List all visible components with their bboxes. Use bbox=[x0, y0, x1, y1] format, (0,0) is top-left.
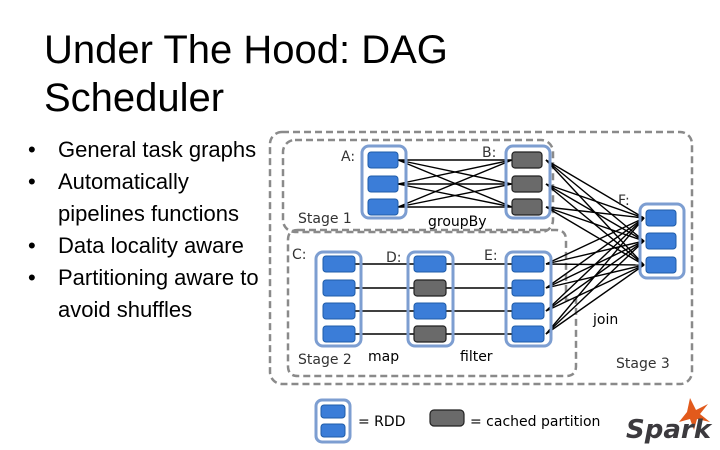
op-label-groupby: groupBy bbox=[428, 214, 487, 230]
rdd-label-e: E: bbox=[484, 248, 498, 264]
partition bbox=[367, 198, 399, 216]
partition bbox=[320, 423, 346, 438]
legend-rdd-icon bbox=[314, 398, 352, 444]
cached-partition bbox=[511, 151, 543, 169]
partition bbox=[320, 404, 346, 419]
stage-1-label: Stage 1 bbox=[298, 211, 352, 227]
partition bbox=[322, 255, 356, 273]
op-label-join: join bbox=[592, 312, 618, 328]
spark-star-icon bbox=[679, 398, 710, 430]
partition bbox=[413, 302, 447, 320]
legend: = RDD = cached partition bbox=[314, 398, 600, 444]
join-edge bbox=[545, 159, 645, 219]
legend-rdd-label: = RDD bbox=[358, 414, 405, 430]
spark-logo-text: Spark bbox=[626, 415, 713, 445]
rdd-label-d: D: bbox=[386, 250, 402, 266]
rdd-b-border bbox=[504, 144, 552, 220]
bullet-item: Partitioning aware to avoid shuffles bbox=[26, 262, 276, 326]
partition bbox=[645, 209, 677, 227]
partition bbox=[511, 325, 545, 343]
join-edge bbox=[545, 206, 645, 219]
stage-2-outline bbox=[286, 228, 578, 378]
slide-title: Under The Hood: DAG Scheduler bbox=[44, 28, 448, 120]
partition bbox=[322, 302, 356, 320]
join-edge bbox=[545, 206, 645, 266]
bullet-list: General task graphs Automatically pipeli… bbox=[26, 134, 276, 326]
rdd-e-border bbox=[504, 250, 553, 348]
partition bbox=[645, 232, 677, 250]
partition bbox=[645, 256, 677, 274]
join-edge bbox=[545, 206, 645, 242]
rdd-a bbox=[360, 144, 408, 220]
rdd-c-border bbox=[314, 250, 363, 348]
rdd-label-c: C: bbox=[292, 247, 307, 263]
rdd-b bbox=[504, 144, 552, 220]
rdd-d-border bbox=[406, 250, 455, 348]
partition bbox=[511, 255, 545, 273]
partition bbox=[511, 279, 545, 297]
join-edge bbox=[545, 183, 645, 219]
join-edge bbox=[545, 217, 645, 265]
bullet-item: Data locality aware bbox=[26, 230, 276, 262]
partition bbox=[322, 325, 356, 343]
join-edge bbox=[545, 217, 645, 335]
edges-a-to-b bbox=[397, 159, 513, 208]
bullet-item: Automatically pipelines functions bbox=[26, 166, 276, 230]
legend-cached-icon bbox=[429, 409, 465, 427]
rdd-label-b: B: bbox=[482, 145, 496, 161]
bullet-item: General task graphs bbox=[26, 134, 276, 166]
stage-3-label: Stage 3 bbox=[616, 356, 670, 372]
cached-partition bbox=[511, 198, 543, 216]
join-edge bbox=[545, 217, 645, 289]
rdd-a-border bbox=[360, 144, 408, 220]
join-edge bbox=[545, 240, 645, 335]
partition bbox=[322, 279, 356, 297]
op-label-filter: filter bbox=[460, 349, 493, 365]
rdd-e bbox=[504, 250, 553, 348]
op-label-map: map bbox=[368, 349, 399, 365]
cached-partition bbox=[413, 279, 447, 297]
edges-c-to-d-to-e bbox=[355, 263, 512, 335]
rdd-label-a: A: bbox=[341, 149, 355, 165]
partition bbox=[413, 255, 447, 273]
partition bbox=[367, 151, 399, 169]
cached-partition bbox=[511, 175, 543, 193]
join-edge bbox=[545, 217, 645, 312]
rdd-d bbox=[406, 250, 455, 348]
cached-partition bbox=[413, 325, 447, 343]
rdd-label-f: F: bbox=[618, 193, 630, 209]
partition bbox=[511, 302, 545, 320]
partition bbox=[367, 175, 399, 193]
join-edge bbox=[545, 264, 645, 335]
spark-logo: Spark bbox=[626, 398, 713, 445]
stage-2-label: Stage 2 bbox=[298, 352, 352, 368]
stage-3-outline bbox=[268, 130, 694, 386]
legend-cached-label: = cached partition bbox=[470, 414, 600, 430]
rdd-c bbox=[314, 250, 363, 348]
edges-join-to-f bbox=[545, 159, 645, 335]
rdd-f-border bbox=[638, 202, 686, 280]
rdd-f bbox=[638, 202, 686, 280]
